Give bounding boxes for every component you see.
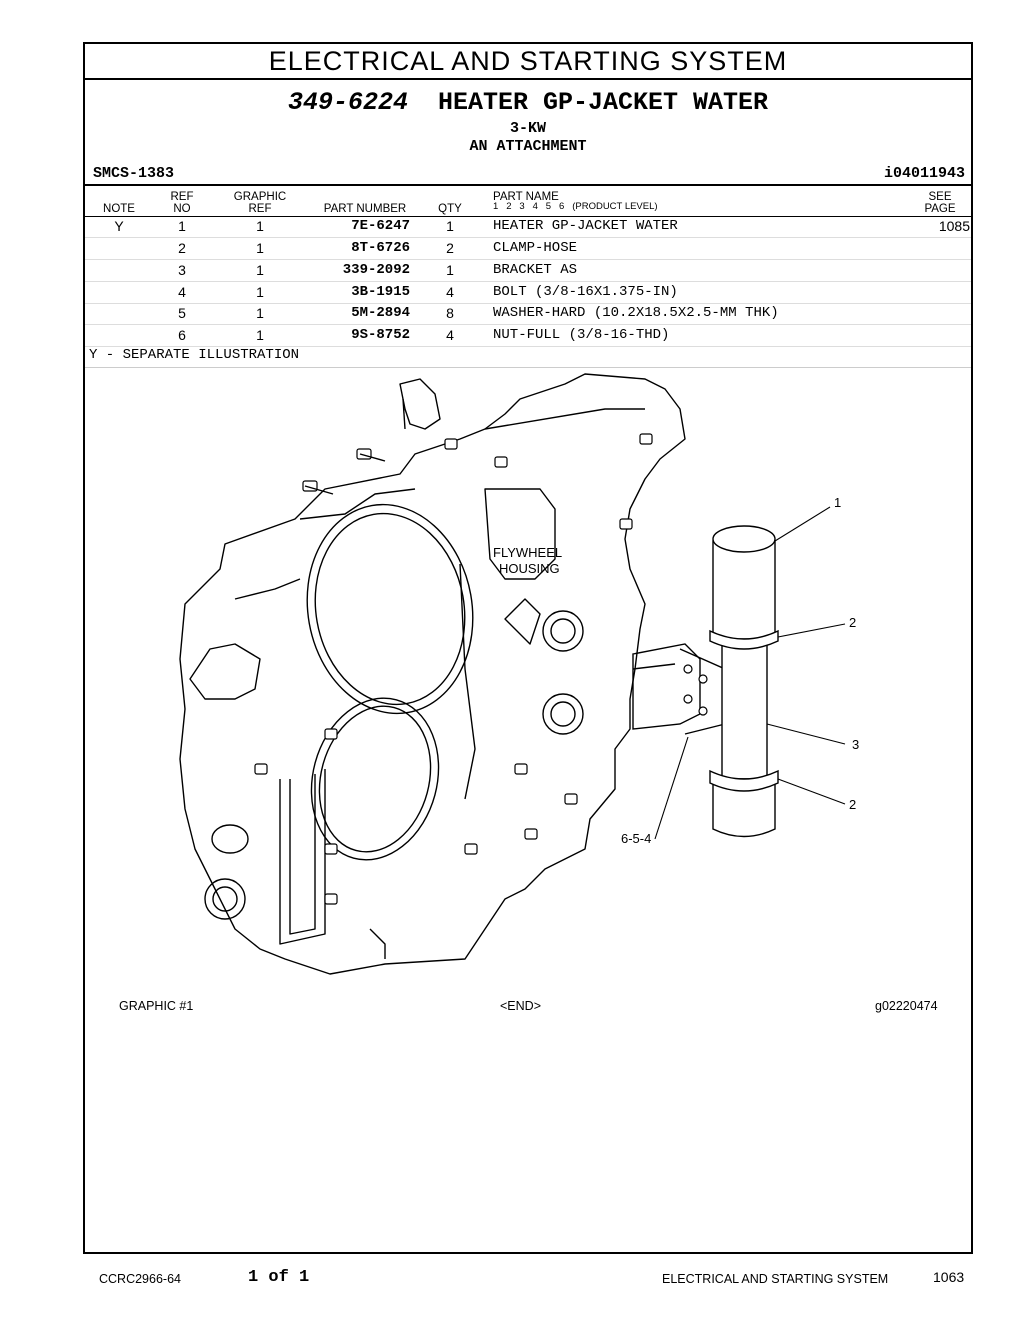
row-part-number: 9S-8752 xyxy=(351,327,410,343)
bracket-drawing xyxy=(632,643,726,735)
row-graphic: 1 xyxy=(256,240,264,256)
row-part-name: CLAMP-HOSE xyxy=(493,240,578,256)
row-see-page: 1085 xyxy=(938,218,970,234)
leader-lines xyxy=(654,506,846,840)
group-number: 349-6224 xyxy=(287,88,408,117)
smcs-code: SMCS-1383 xyxy=(93,165,175,182)
table-row: 4 1 3B-1915 4 BOLT (3/8-16X1.375-IN) xyxy=(85,282,971,304)
row-part-name: NUT-FULL (3/8-16-THD) xyxy=(493,327,670,343)
row-ref: 6 xyxy=(178,327,186,343)
col-ref-bottom: NO xyxy=(173,203,191,215)
group-name: HEATER GP-JACKET WATER xyxy=(437,88,769,117)
row-graphic: 1 xyxy=(256,218,264,234)
bracket-nuts xyxy=(683,664,708,716)
housing-bolts xyxy=(254,433,653,905)
graphic-caption: GRAPHIC #1 xyxy=(119,999,194,1013)
info-id: i04011943 xyxy=(883,165,965,182)
callout-2-top: 2 xyxy=(849,615,856,630)
subtitle-kw: 3-KW xyxy=(509,120,546,137)
col-product-levels: 1 2 3 4 5 6 (PRODUCT LEVEL) xyxy=(493,201,658,212)
row-qty: 2 xyxy=(446,240,454,256)
housing-label: HOUSING xyxy=(499,561,560,576)
col-see-top: SEE xyxy=(928,191,952,203)
row-part-name: WASHER-HARD (10.2X18.5X2.5-MM THK) xyxy=(493,305,779,321)
table-row: 6 1 9S-8752 4 NUT-FULL (3/8-16-THD) xyxy=(85,325,971,347)
group-title: 349-6224 HEATER GP-JACKET WATER xyxy=(85,88,971,117)
row-part-number: 8T-6726 xyxy=(351,240,410,256)
table-row: 2 1 8T-6726 2 CLAMP-HOSE xyxy=(85,238,971,260)
table-row: 3 1 339-2092 1 BRACKET AS xyxy=(85,260,971,282)
row-ref: 1 xyxy=(178,218,186,234)
col-note: NOTE xyxy=(103,203,135,215)
separate-illustration-note: Y - SEPARATE ILLUSTRATION xyxy=(89,347,300,363)
row-part-name: BRACKET AS xyxy=(493,262,578,278)
row-part-number: 3B-1915 xyxy=(351,284,410,300)
table-row: 5 1 5M-2894 8 WASHER-HARD (10.2X18.5X2.5… xyxy=(85,303,971,325)
col-part-number: PART NUMBER xyxy=(323,203,407,215)
row-note: Y xyxy=(114,218,124,234)
flywheel-housing-drawing xyxy=(179,373,686,975)
footer-page-of: 1 of 1 xyxy=(248,1268,310,1287)
footer-page-number: 1063 xyxy=(933,1269,965,1285)
col-ref-top: REF xyxy=(170,191,194,203)
row-ref: 2 xyxy=(178,240,186,256)
row-qty: 8 xyxy=(446,305,454,321)
flywheel-label: FLYWHEEL xyxy=(493,545,562,560)
callout-2-bottom: 2 xyxy=(849,797,856,812)
row-graphic: 1 xyxy=(256,327,264,343)
row-part-number: 5M-2894 xyxy=(351,305,410,321)
row-ref: 4 xyxy=(178,284,186,300)
loose-bolts xyxy=(304,453,386,495)
header-bottom-rule xyxy=(85,216,971,217)
col-qty: QTY xyxy=(438,203,462,215)
row-part-name: HEATER GP-JACKET WATER xyxy=(493,218,678,234)
row-ref: 3 xyxy=(178,262,186,278)
note-rule xyxy=(85,367,971,368)
footer-section: ELECTRICAL AND STARTING SYSTEM xyxy=(662,1272,889,1286)
footer-doc-id: CCRC2966-64 xyxy=(99,1272,181,1286)
col-graphic-bottom: REF xyxy=(248,203,272,215)
row-qty: 1 xyxy=(446,218,454,234)
heater-drawing xyxy=(709,525,779,838)
row-qty: 1 xyxy=(446,262,454,278)
table-row: Y 1 1 7E-6247 1 HEATER GP-JACKET WATER 1… xyxy=(85,216,971,238)
callout-labels: FLYWHEEL HOUSING 1 2 3 2 6-5-4 xyxy=(493,495,859,846)
section-title: ELECTRICAL AND STARTING SYSTEM xyxy=(85,44,971,80)
row-part-number: 7E-6247 xyxy=(351,218,410,234)
callout-3: 3 xyxy=(852,737,859,752)
graphic-id: g02220474 xyxy=(875,999,938,1013)
col-graphic-top: GRAPHIC xyxy=(233,191,287,203)
row-qty: 4 xyxy=(446,284,454,300)
row-graphic: 1 xyxy=(256,284,264,300)
end-caption: <END> xyxy=(500,999,541,1013)
callout-6-5-4: 6-5-4 xyxy=(621,831,651,846)
row-graphic: 1 xyxy=(256,305,264,321)
col-part-name: PART NAME xyxy=(493,191,559,203)
row-ref: 5 xyxy=(178,305,186,321)
subtitle-attachment: AN ATTACHMENT xyxy=(469,138,587,155)
callout-1: 1 xyxy=(834,495,841,510)
header-top-rule xyxy=(85,184,971,186)
row-part-name: BOLT (3/8-16X1.375-IN) xyxy=(493,284,678,300)
row-graphic: 1 xyxy=(256,262,264,278)
exploded-view-illustration: FLYWHEEL HOUSING 1 2 3 2 6-5-4 xyxy=(179,373,859,975)
row-qty: 4 xyxy=(446,327,454,343)
row-part-number: 339-2092 xyxy=(342,262,410,278)
col-see-bottom: PAGE xyxy=(924,203,956,215)
